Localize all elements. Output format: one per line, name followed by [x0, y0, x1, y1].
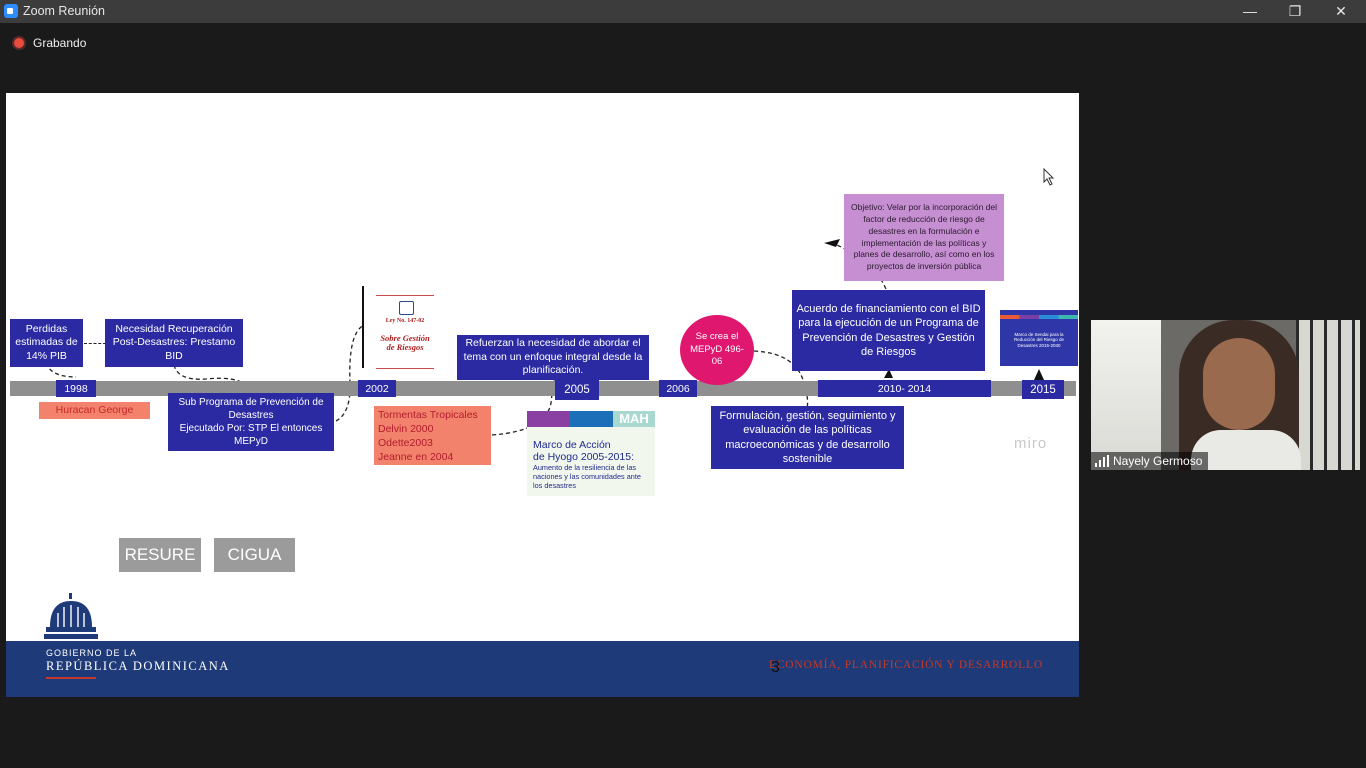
mah-logo: MAH	[613, 411, 655, 427]
gov-line-1: GOBIERNO DE LA	[46, 648, 138, 658]
year-1998: 1998	[56, 380, 96, 397]
ley-number: Ley No. 147-02	[385, 318, 425, 324]
capitol-dome-icon	[44, 593, 98, 639]
person-face	[1203, 338, 1275, 430]
hyogo-card: MAH Marco de Acción de Hyogo 2005-2015: …	[527, 411, 655, 496]
cigua-button[interactable]: CIGUA	[214, 538, 295, 572]
minimize-button[interactable]: —	[1243, 3, 1257, 19]
recording-icon	[14, 38, 24, 48]
shared-slide: 1998 2002 2005 2006 2010- 2014 2015 Perd…	[6, 93, 1079, 697]
acuerdo-box: Acuerdo de financiamiento con el BID par…	[792, 290, 985, 371]
year-2002: 2002	[358, 380, 396, 397]
participant-video[interactable]: Nayely Germoso	[1091, 320, 1360, 470]
hyogo-title: Marco de Acción de Hyogo 2005-2015:	[533, 439, 634, 464]
objetivo-box: Objetivo: Velar por la incorporación del…	[844, 194, 1004, 281]
close-button[interactable]: ✕	[1335, 3, 1347, 19]
zoom-app-icon	[4, 4, 18, 18]
participant-name-tag: Nayely Germoso	[1091, 452, 1209, 470]
formulacion-box: Formulación, gestión, seguimiento y eval…	[711, 406, 904, 469]
coat-of-arms-icon	[399, 301, 414, 315]
slide-footer	[6, 641, 1079, 697]
person-shirt	[1191, 430, 1301, 470]
color-band	[570, 411, 613, 427]
color-band	[527, 411, 570, 427]
window-title: Zoom Reunión	[23, 4, 105, 18]
gov-underline	[46, 677, 96, 679]
tormentas-box: Tormentas Tropicales Delvin 2000 Odette2…	[374, 406, 491, 465]
hyogo-subtitle: Aumento de la resiliencia de las nacione…	[533, 463, 641, 490]
ministry-name: ECONOMÍA, PLANIFICACIÓN Y DESARROLLO	[769, 659, 1043, 671]
signal-bars-icon	[1095, 455, 1109, 467]
gov-line-2: REPÚBLICA DOMINICANA	[46, 659, 230, 673]
page-number: 3	[771, 659, 780, 676]
color-band	[1000, 315, 1078, 319]
ley-document: Ley No. 147-02 Sobre Gestión de Riesgos	[376, 295, 434, 369]
recording-label: Grabando	[33, 36, 87, 50]
resure-button[interactable]: RESURE	[119, 538, 201, 572]
background-window	[1296, 320, 1360, 470]
necesidad-box: Necesidad Recuperación Post-Desastres: P…	[105, 319, 243, 367]
year-2006: 2006	[659, 380, 697, 397]
year-2015: 2015	[1022, 380, 1064, 399]
ley-title: Sobre Gestión de Riesgos	[380, 333, 430, 353]
year-2010-2014: 2010- 2014	[818, 380, 991, 397]
sendai-cover: Marco de Sendai para la Reducción del Ri…	[1000, 310, 1078, 366]
background-wall	[1091, 320, 1161, 470]
huracan-box: Huracan George	[39, 402, 150, 419]
perdidas-box: Perdidas estimadas de 14% PIB	[10, 319, 83, 367]
participant-name: Nayely Germoso	[1113, 454, 1203, 468]
divider	[362, 286, 364, 368]
timeline-bar	[10, 381, 1076, 396]
connector	[84, 343, 106, 344]
mepyd-circle: Se crea el MEPyD 496-06	[680, 315, 754, 385]
cursor-icon	[1043, 168, 1055, 186]
subprograma-box: Sub Programa de Prevención de Desastres …	[168, 393, 334, 451]
sendai-title: Marco de Sendai para la Reducción del Ri…	[1013, 332, 1065, 348]
year-2005: 2005	[555, 380, 599, 400]
window-titlebar: Zoom Reunión — ❐ ✕	[0, 0, 1366, 23]
miro-watermark: miro	[1014, 435, 1048, 452]
refuerzan-box: Refuerzan la necesidad de abordar el tem…	[457, 335, 649, 380]
restore-button[interactable]: ❐	[1288, 3, 1302, 19]
